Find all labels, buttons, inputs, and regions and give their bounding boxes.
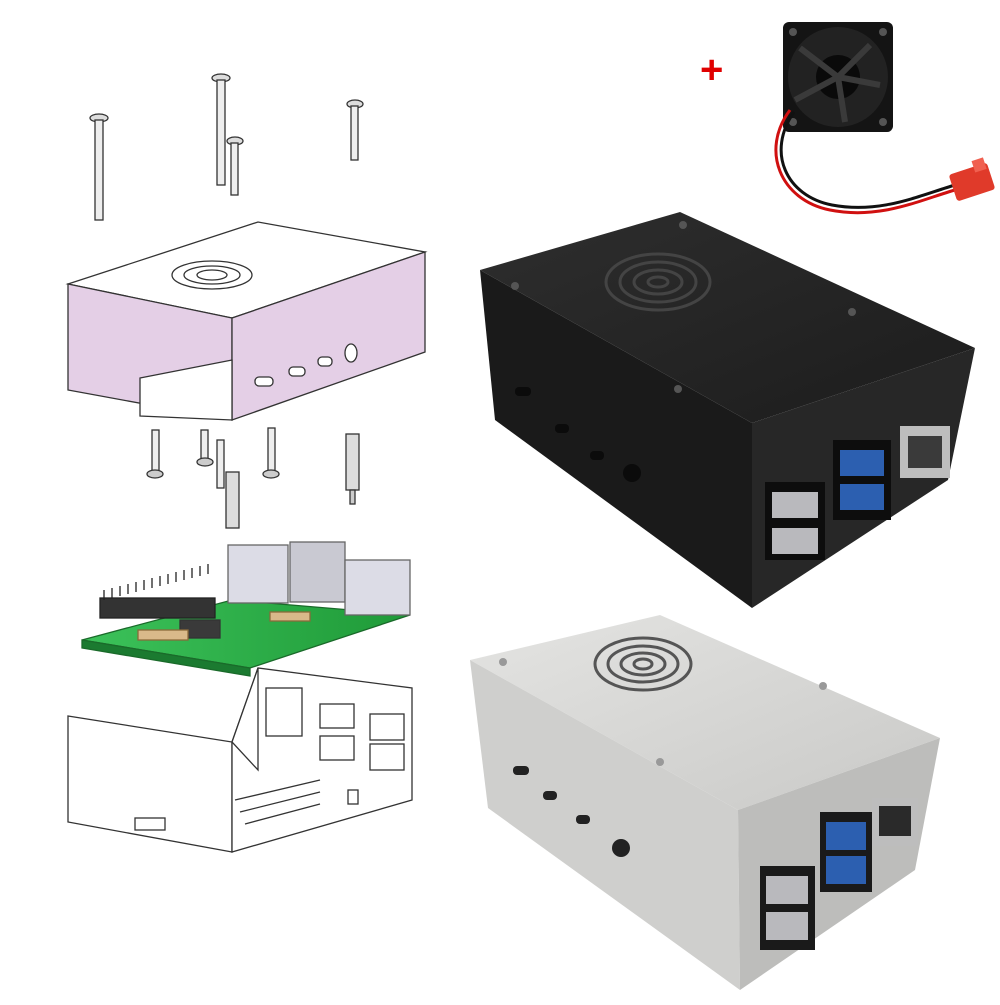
black-case [480,212,975,608]
vent-grille-icon [171,260,253,290]
screw-icon [146,429,164,479]
usb-port-icon [760,866,815,950]
plus-sign: + [700,50,724,92]
screw-icon [89,113,109,221]
screw-icon [226,136,244,196]
vent-grille-icon [593,636,693,692]
ethernet-port-icon [872,798,918,846]
top-shell-part [65,221,428,421]
vent-grille-icon [604,252,712,312]
screw-icon [196,429,214,467]
fan-icon [774,22,995,215]
usb-port-icon [227,541,411,616]
screw-icon [211,73,231,186]
silver-case [470,615,940,990]
exploded-assembly-diagram [65,73,428,853]
standoff-icon [345,433,360,505]
screw-icon [262,427,280,479]
usb-port-icon [820,812,872,892]
usb-port-icon [833,440,891,520]
bottom-shell-part [67,667,413,853]
standoff-icon [225,471,240,529]
screw-icon [346,99,364,161]
gpio-header [99,564,216,619]
screw-icon [216,439,225,489]
circuit-board-part [81,541,411,677]
vent-grille-icon [265,687,405,771]
usb-port-icon [765,482,825,560]
ethernet-port-icon [900,426,950,478]
fan-connector [949,157,995,201]
